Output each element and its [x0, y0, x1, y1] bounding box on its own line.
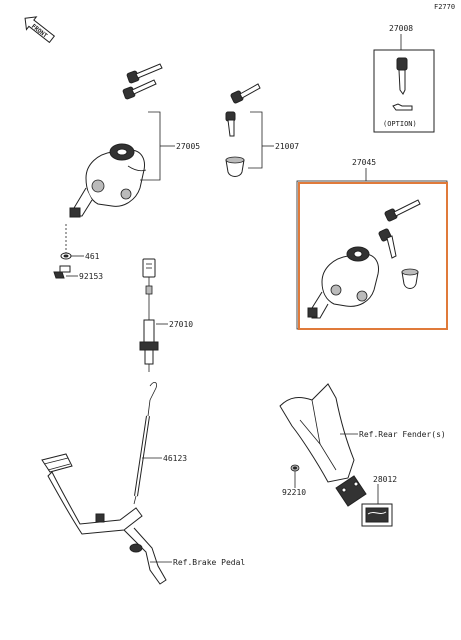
front-arrow-icon: FRONT [24, 16, 56, 44]
key-pair-icon [122, 63, 163, 100]
license-light-icon [361, 503, 393, 527]
key-blank-icon [396, 57, 408, 95]
cap-icon [225, 156, 245, 177]
callout-92210: 92210 [282, 488, 306, 497]
lock-key-icon [225, 83, 261, 137]
callout-461: 461 [85, 252, 100, 261]
wire-sleeve [145, 285, 153, 295]
kit-switch-icon [307, 246, 379, 319]
callout-27008: 27008 [389, 24, 413, 33]
grommet-icon [290, 464, 300, 472]
callout-27045: 27045 [352, 158, 376, 167]
bolt-icon [53, 265, 71, 279]
callout-27010: 27010 [169, 320, 193, 329]
kit-cap-icon [401, 268, 419, 289]
spring-icon [133, 382, 157, 505]
key-tag-icon [392, 103, 413, 111]
option-label: (OPTION) [383, 120, 417, 128]
callout-46123: 46123 [163, 454, 187, 463]
callout-27005: 27005 [176, 142, 200, 151]
rear-fender-icon [279, 383, 355, 483]
callout-92153: 92153 [79, 272, 103, 281]
callout-28012: 28012 [373, 475, 397, 484]
ignition-switch-icon [69, 143, 147, 218]
connector-icon [142, 258, 156, 278]
callout-ref-brake-pedal: Ref.Brake Pedal [173, 558, 245, 567]
washer-icon [60, 252, 72, 260]
figure-code: F2770 [434, 3, 455, 11]
kit-keys-icon [378, 199, 421, 259]
plate-bracket-icon [335, 475, 367, 507]
callout-ref-rear-fender: Ref.Rear Fender(s) [359, 430, 446, 439]
bracket-21007 [248, 111, 263, 169]
brake-switch-icon [139, 319, 159, 372]
callout-21007: 21007 [275, 142, 299, 151]
brake-pedal-icon [41, 453, 167, 585]
kit-highlight-box [298, 182, 448, 330]
